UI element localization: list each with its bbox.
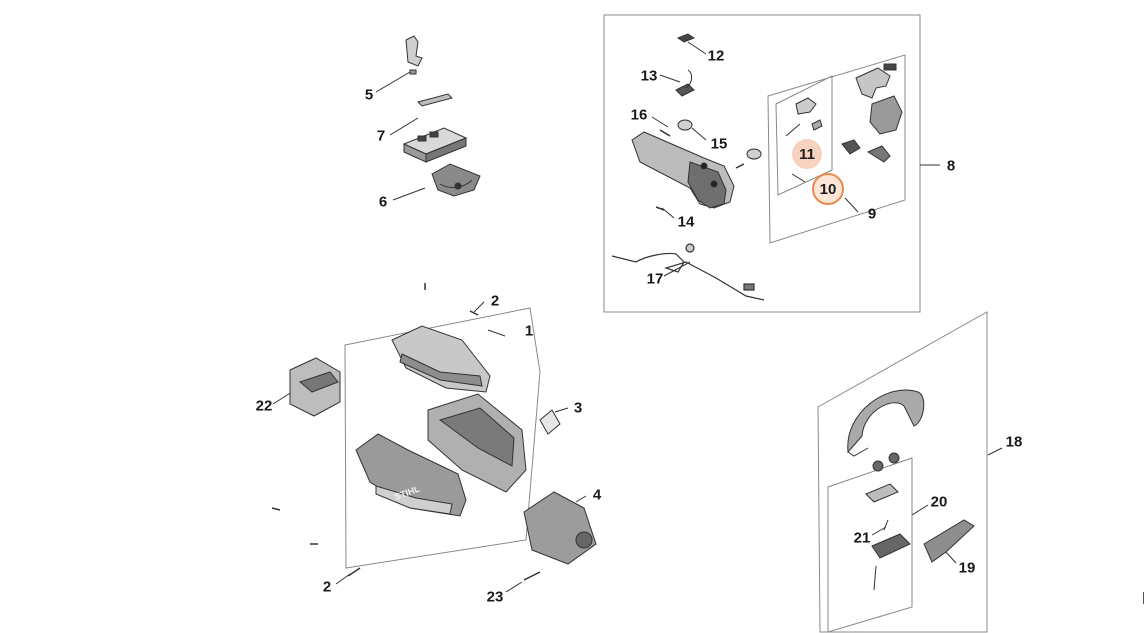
callout-2-top: 2 bbox=[490, 292, 500, 310]
callout-14: 14 bbox=[677, 213, 695, 231]
clamp-15-part bbox=[677, 119, 762, 160]
callout-9: 9 bbox=[867, 205, 877, 223]
throttle-trigger-part bbox=[841, 63, 903, 163]
callout-20: 20 bbox=[930, 493, 948, 511]
trigger-lever-part bbox=[405, 35, 423, 75]
callout-8: 8 bbox=[946, 157, 956, 175]
switch-block-part bbox=[402, 127, 468, 163]
callout-19: 19 bbox=[958, 559, 976, 577]
assembly-frame-9 bbox=[767, 54, 906, 244]
callout-4: 4 bbox=[592, 486, 602, 504]
clip-12-part bbox=[676, 33, 696, 43]
rear-handle-part bbox=[631, 131, 735, 209]
sensor-13-part bbox=[675, 69, 695, 97]
callout-7: 7 bbox=[376, 127, 386, 145]
cable-17-part bbox=[611, 243, 765, 301]
housing-half-left-part bbox=[355, 433, 467, 517]
battery-cover-22-part bbox=[289, 357, 341, 417]
callout-1: 1 bbox=[524, 322, 534, 340]
callout-10-highlighted[interactable]: 10 bbox=[812, 173, 844, 205]
assembly-frame-10 bbox=[775, 75, 833, 196]
loop-handle-part bbox=[847, 389, 925, 472]
screws-part bbox=[271, 283, 541, 581]
callout-2-bottom: 2 bbox=[322, 578, 332, 596]
callout-12: 12 bbox=[707, 47, 725, 65]
callout-15: 15 bbox=[710, 135, 728, 153]
assembly-frame-8 bbox=[603, 14, 921, 313]
scroll-edge-marker bbox=[1143, 592, 1144, 604]
callout-11-highlighted[interactable]: 11 bbox=[792, 139, 822, 169]
bracket-19-part bbox=[923, 519, 975, 563]
callout-22: 22 bbox=[255, 397, 273, 415]
callout-3: 3 bbox=[573, 399, 583, 417]
callout-5: 5 bbox=[364, 86, 374, 104]
callout-6: 6 bbox=[378, 193, 388, 211]
housing-half-right-part bbox=[427, 393, 527, 493]
assembly-frame-1 bbox=[344, 307, 541, 569]
wiring-harness-part bbox=[431, 163, 481, 197]
assembly-frame-20 bbox=[827, 457, 913, 633]
callout-23: 23 bbox=[486, 588, 504, 606]
assembly-frame-18 bbox=[817, 311, 988, 633]
housing-cover-part bbox=[391, 325, 491, 393]
callout-21: 21 bbox=[853, 529, 871, 547]
callout-18: 18 bbox=[1005, 433, 1023, 451]
motor-mount-4-part bbox=[523, 491, 597, 565]
callout-16: 16 bbox=[630, 106, 648, 124]
clamp-20-part bbox=[865, 483, 911, 591]
gasket-3-part bbox=[539, 409, 561, 435]
callout-17: 17 bbox=[646, 270, 664, 288]
callout-13: 13 bbox=[640, 67, 658, 85]
slider-part bbox=[417, 93, 453, 107]
spring-11-part bbox=[785, 97, 823, 137]
screw-16-part bbox=[655, 129, 745, 211]
